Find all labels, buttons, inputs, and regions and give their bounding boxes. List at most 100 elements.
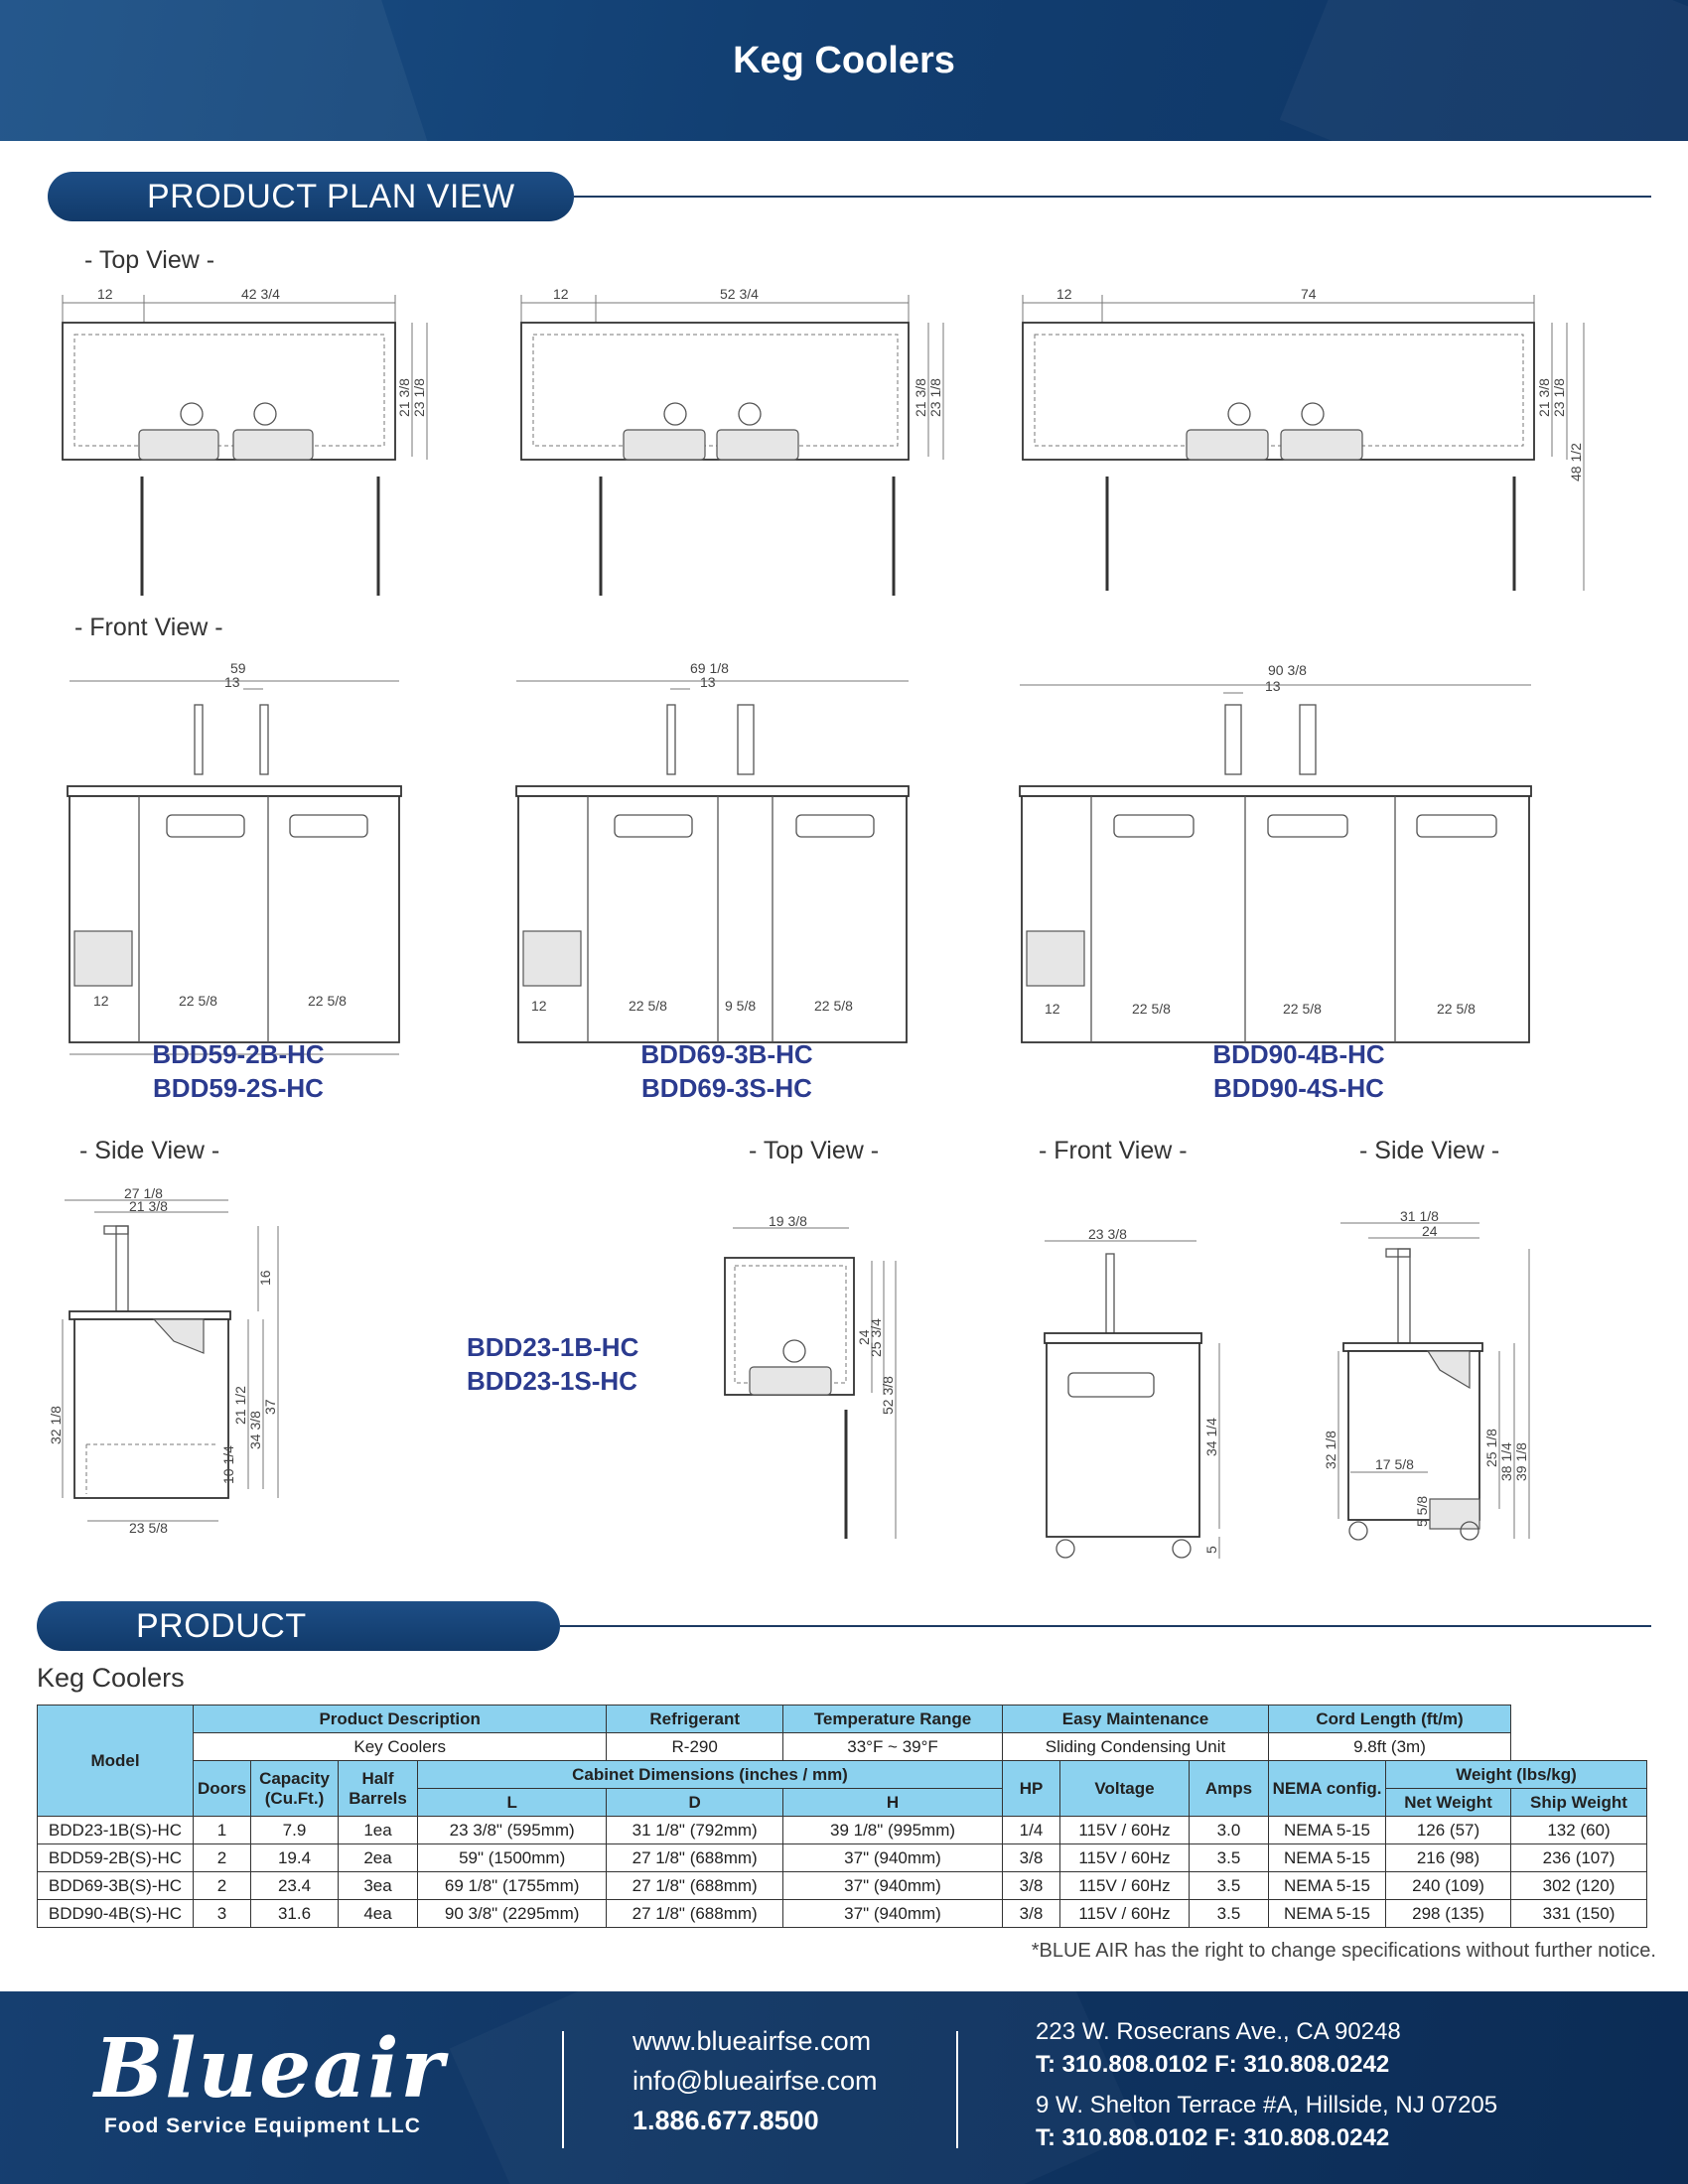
dim-label: 34 1/4 <box>1203 1418 1219 1456</box>
model-name: BDD90-4S-HC <box>1213 1073 1384 1103</box>
cell-model: BDD59-2B(S)-HC <box>37 1843 194 1872</box>
dim-label: 52 3/4 <box>720 286 759 302</box>
model-name: BDD23-1S-HC <box>467 1366 637 1396</box>
dim-label: 25 1/8 <box>1483 1429 1499 1467</box>
cell: 115V / 60Hz <box>1059 1871 1190 1900</box>
cell: 23.4 <box>250 1871 339 1900</box>
contact-ca: T: 310.808.0102 F: 310.808.0242 <box>1036 2051 1390 2078</box>
bdd90-model-labels: BDD90-4B-HC BDD90-4S-HC <box>1170 1037 1428 1105</box>
dim-label: 21 1/2 <box>232 1386 248 1425</box>
dim-label: 23 1/8 <box>1551 378 1567 417</box>
cell: 31.6 <box>250 1899 339 1928</box>
bdd23-front-view-drawing: 23 3/8 34 1/4 5 <box>1044 1226 1220 1559</box>
dim-label: 16 <box>257 1270 273 1286</box>
dim-label: 32 1/8 <box>48 1406 64 1444</box>
dim-label: 23 5/8 <box>129 1520 168 1536</box>
dim-label: 17 5/8 <box>1375 1456 1414 1472</box>
dim-label: 12 <box>553 286 569 302</box>
model-name: BDD69-3B-HC <box>640 1039 813 1069</box>
footer-divider <box>562 2031 564 2148</box>
cell: NEMA 5-15 <box>1268 1843 1386 1872</box>
bdd69-model-labels: BDD69-3B-HC BDD69-3S-HC <box>598 1037 856 1105</box>
cell: 3/8 <box>1002 1899 1060 1928</box>
cell: 2 <box>193 1843 251 1872</box>
dim-label: 13 <box>224 674 240 690</box>
logo-subtitle: Food Service Equipment LLC <box>104 2115 421 2137</box>
cell: 23 3/8" (595mm) <box>416 1816 608 1844</box>
cell: 236 (107) <box>1510 1843 1647 1872</box>
col-h: H <box>782 1788 1003 1817</box>
spec-table: Model Product Description Refrigerant Te… <box>37 1705 1647 1928</box>
cell: 240 (109) <box>1385 1871 1511 1900</box>
side-view-label: - Side View - <box>79 1137 220 1164</box>
section-divider <box>574 196 1651 198</box>
col-model: Model <box>37 1705 194 1817</box>
cell: 31 1/8" (792mm) <box>606 1816 784 1844</box>
front-view-label-bdd23: - Front View - <box>1039 1137 1188 1164</box>
table-row: BDD90-4B(S)-HC 3 31.6 4ea 90 3/8" (2295m… <box>37 1899 1647 1928</box>
cell: 302 (120) <box>1510 1871 1647 1900</box>
col-l: L <box>416 1788 608 1817</box>
cell: 331 (150) <box>1510 1899 1647 1928</box>
model-name: BDD59-2S-HC <box>153 1073 324 1103</box>
col-cabinet-dimensions: Cabinet Dimensions (inches / mm) <box>417 1760 1003 1789</box>
cell: 3.5 <box>1189 1899 1269 1928</box>
dim-label: 42 3/4 <box>241 286 280 302</box>
dim-label: 22 5/8 <box>1283 1001 1322 1017</box>
dim-label: 34 3/8 <box>247 1411 263 1449</box>
cell-model: BDD23-1B(S)-HC <box>37 1816 194 1844</box>
bdd69-front-view-drawing: 69 1/8 13 12 22 5/8 9 5/8 22 5/8 <box>515 660 910 1043</box>
dim-label: 21 3/8 <box>1536 378 1552 417</box>
dim-label: 74 <box>1301 286 1317 302</box>
cell-model: BDD69-3B(S)-HC <box>37 1871 194 1900</box>
bdd59-top-view-drawing: 12 42 3/4 21 3/8 23 1/8 <box>62 286 428 596</box>
col-voltage: Voltage <box>1059 1760 1190 1817</box>
dim-label: 23 3/8 <box>1088 1226 1127 1242</box>
cell: 3ea <box>338 1871 418 1900</box>
dim-label: 59 <box>230 660 246 676</box>
top-view-label-bdd23: - Top View - <box>749 1137 880 1164</box>
bdd90-top-view-drawing: 12 74 21 3/8 23 1/8 48 1/2 <box>1022 286 1585 591</box>
cell: 37" (940mm) <box>782 1899 1003 1928</box>
cell: 37" (940mm) <box>782 1843 1003 1872</box>
dim-label: 22 5/8 <box>629 998 667 1014</box>
table-row: BDD69-3B(S)-HC 2 23.4 3ea 69 1/8" (1755m… <box>37 1871 1647 1900</box>
cell: 7.9 <box>250 1816 339 1844</box>
cell: 115V / 60Hz <box>1059 1816 1190 1844</box>
address-ca: 223 W. Rosecrans Ave., CA 90248 <box>1036 2018 1401 2045</box>
bdd90-front-view-drawing: 90 3/8 13 12 22 5/8 22 5/8 22 5/8 <box>1019 662 1532 1043</box>
col-capacity: Capacity (Cu.Ft.) <box>250 1760 339 1817</box>
col-refrigerant: Refrigerant <box>606 1705 784 1733</box>
cell: 216 (98) <box>1385 1843 1511 1872</box>
cell: 1 <box>193 1816 251 1844</box>
bdd23-model-labels: BDD23-1B-HC BDD23-1S-HC <box>467 1330 670 1398</box>
cell: 27 1/8" (688mm) <box>606 1871 784 1900</box>
email-link[interactable]: info@blueairfse.com <box>633 2066 878 2096</box>
dim-label: 12 <box>1056 286 1072 302</box>
dim-label: 5 5/8 <box>1414 1496 1430 1527</box>
model-name: BDD90-4B-HC <box>1212 1039 1385 1069</box>
dim-label: 9 5/8 <box>725 998 756 1014</box>
cell: 37" (940mm) <box>782 1871 1003 1900</box>
cell: 3/8 <box>1002 1871 1060 1900</box>
dim-label: 22 5/8 <box>179 993 217 1009</box>
side-view-drawing: 27 1/8 21 3/8 16 21 1/2 34 3/8 37 32 1/8… <box>48 1185 279 1536</box>
cell: 1/4 <box>1002 1816 1060 1844</box>
dim-label: 37 <box>262 1399 278 1415</box>
cell-model: BDD90-4B(S)-HC <box>37 1899 194 1928</box>
cell: 1ea <box>338 1816 418 1844</box>
website-link[interactable]: www.blueairfse.com <box>633 2026 872 2056</box>
bdd69-top-view-drawing: 12 52 3/4 21 3/8 23 1/8 <box>520 286 944 596</box>
model-name: BDD69-3S-HC <box>641 1073 812 1103</box>
cell: NEMA 5-15 <box>1268 1871 1386 1900</box>
dim-label: 21 3/8 <box>913 378 928 417</box>
phone-number[interactable]: 1.886.677.8500 <box>633 2106 819 2135</box>
dim-label: 25 3/4 <box>868 1318 884 1357</box>
cell-cord-length: 9.8ft (3m) <box>1268 1732 1511 1761</box>
cell: 3/8 <box>1002 1843 1060 1872</box>
dim-label: 39 1/8 <box>1513 1442 1529 1481</box>
dim-label: 24 <box>856 1329 872 1345</box>
spec-note: *BLUE AIR has the right to change specif… <box>1031 1940 1656 1962</box>
cell: 2 <box>193 1871 251 1900</box>
col-net-weight: Net Weight <box>1385 1788 1511 1817</box>
